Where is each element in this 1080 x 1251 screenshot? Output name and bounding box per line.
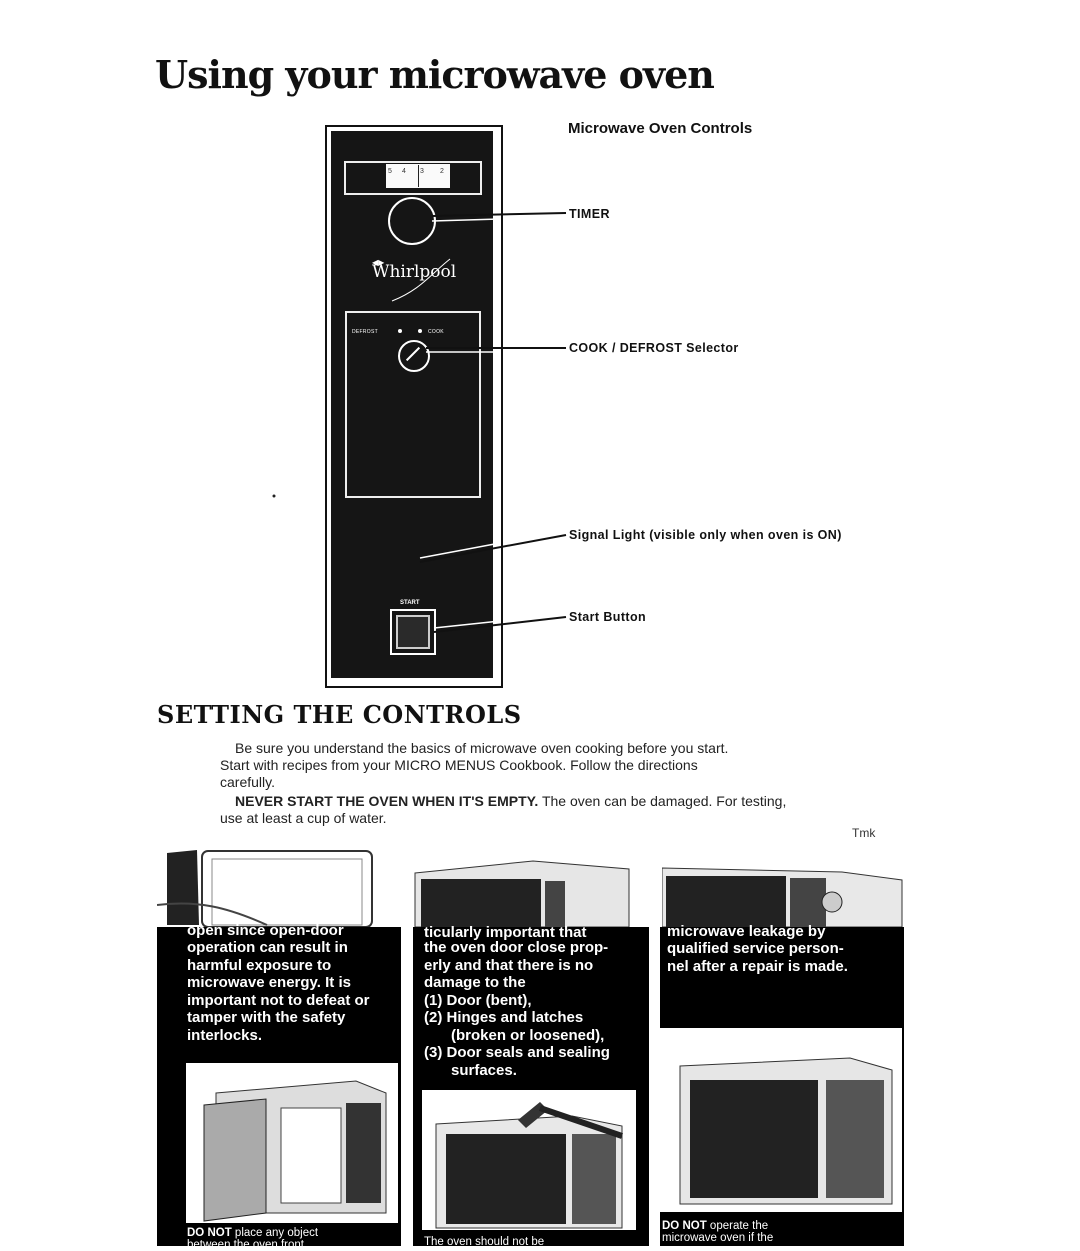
safety-text: microwave leakage by xyxy=(667,923,826,940)
intro-line: carefully. xyxy=(220,774,275,790)
section-heading: SETTING THE CONTROLS xyxy=(157,700,522,729)
do-not-operate-text-line2: microwave oven if the xyxy=(662,1232,774,1244)
safety-text: interlocks. xyxy=(187,1027,263,1044)
safety-text: operation can result in xyxy=(187,939,348,956)
safety-text: nel after a repair is made. xyxy=(667,958,848,975)
callout-leaders xyxy=(272,212,567,633)
timer-dial-window xyxy=(344,161,482,195)
intro-line: Be sure you understand the basics of mic… xyxy=(235,740,729,756)
cook-defrost-knob[interactable] xyxy=(398,340,430,372)
brand-logo-icon: ◀▶ xyxy=(372,258,385,267)
trademark-note: Tmk xyxy=(852,826,876,840)
safety-text: the oven door close prop- xyxy=(424,939,609,956)
dial-number: 3 xyxy=(420,168,424,175)
selector-panel xyxy=(345,311,481,498)
oven-door-photo xyxy=(157,845,393,927)
do-not-place-text: place any object xyxy=(231,1227,319,1239)
safety-text: erly and that there is no xyxy=(424,957,594,974)
safety-text: (1) Door (bent), xyxy=(424,992,532,1009)
defrost-indicator xyxy=(398,329,402,333)
safety-text: important not to defeat or xyxy=(187,992,370,1009)
start-panel-label: START xyxy=(400,600,420,606)
do-not-place-text-line2: between the oven front xyxy=(187,1239,304,1251)
safety-text: qualified service person- xyxy=(667,940,844,957)
empty-oven-warning: NEVER START THE OVEN WHEN IT'S EMPTY. Th… xyxy=(235,793,786,810)
empty-oven-warning-text: The oven can be damaged. For testing, xyxy=(538,793,787,809)
brand-logo: Whirlpool xyxy=(372,262,457,282)
page-title: Using your microwave oven xyxy=(155,52,715,97)
do-not-label: DO NOT xyxy=(187,1227,232,1239)
brand-swash-icon xyxy=(391,258,451,302)
start-button-callout: Start Button xyxy=(569,610,647,624)
dial-number: 2 xyxy=(440,168,444,175)
safety-text: tamper with the safety xyxy=(187,1009,346,1026)
start-button-face xyxy=(396,615,430,649)
safety-text: ticularly important that xyxy=(424,924,587,941)
selector-callout: COOK / DEFROST Selector xyxy=(569,341,739,355)
signal-light-callout: Signal Light (visible only when oven is … xyxy=(569,528,842,542)
safety-text: damage to the xyxy=(424,974,526,991)
safety-text: (2) Hinges and latches xyxy=(424,1009,584,1026)
safety-text: microwave energy. It is xyxy=(187,974,351,991)
do-not-label: DO NOT xyxy=(662,1220,707,1232)
intro-line: Start with recipes from your MICRO MENUS… xyxy=(220,757,698,773)
empty-oven-warning-bold: NEVER START THE OVEN WHEN IT'S EMPTY. xyxy=(235,793,539,809)
dial-number: 5 xyxy=(388,168,392,175)
safety-text: open since open-door xyxy=(187,922,344,939)
defrost-label: DEFROST xyxy=(352,329,378,335)
do-not-operate-text: operate the xyxy=(706,1220,769,1232)
closed-oven-photo xyxy=(413,855,631,927)
controls-heading: Microwave Oven Controls xyxy=(568,120,753,137)
do-not-place-warning: DO NOT place any object xyxy=(187,1227,318,1239)
service-check-photo xyxy=(662,850,904,927)
safety-text: (3) Door seals and sealing xyxy=(424,1044,610,1061)
damaged-oven-photo xyxy=(660,1028,902,1212)
hammer-on-oven-photo xyxy=(422,1090,636,1230)
oven-should-not-text: The oven should not be xyxy=(424,1236,545,1248)
empty-oven-warning-line2: use at least a cup of water. xyxy=(220,810,387,826)
dial-pointer xyxy=(418,165,419,187)
timer-callout: TIMER xyxy=(569,207,610,221)
open-door-oven-photo xyxy=(186,1063,398,1223)
do-not-operate-warning: DO NOT operate the xyxy=(662,1220,768,1232)
safety-text: harmful exposure to xyxy=(187,957,332,974)
safety-text: (broken or loosened), xyxy=(451,1027,605,1044)
safety-text: surfaces. xyxy=(451,1062,517,1079)
cook-label: COOK xyxy=(428,329,444,335)
cook-indicator xyxy=(418,329,422,333)
dial-number: 4 xyxy=(402,168,406,175)
